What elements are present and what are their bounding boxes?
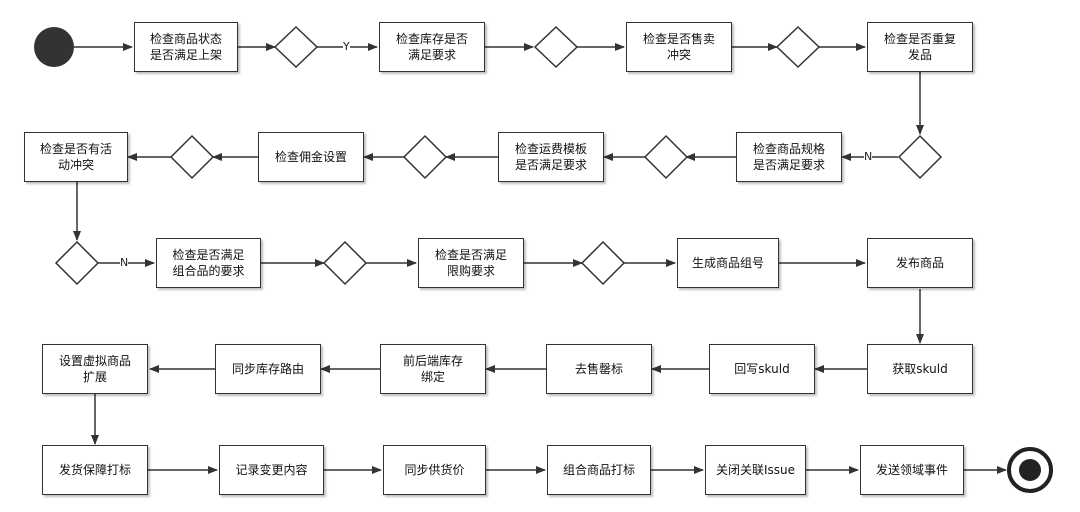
step-check-purchase-limit: 检查是否满足 限购要求: [418, 238, 524, 288]
decision-diamond-2: [533, 25, 579, 69]
step-sync-supply-price: 同步供货价: [383, 445, 486, 495]
decision-diamond-4: [897, 134, 943, 180]
step-check-bundle: 检查是否满足 组合品的要求: [156, 238, 261, 288]
decision-diamond-5: [643, 134, 689, 180]
step-write-back-skuid: 回写skuld: [709, 344, 815, 394]
step-check-activity-conflict: 检查是否有活 动冲突: [24, 132, 128, 182]
step-bundle-tag: 组合商品打标: [547, 445, 651, 495]
step-close-issue: 关闭关联Issue: [705, 445, 806, 495]
decision-diamond-3: [775, 25, 821, 69]
edge-label-no-1: N: [864, 150, 873, 163]
step-delivery-guarantee-tag: 发货保障打标: [42, 445, 148, 495]
step-send-domain-event: 发送领域事件: [860, 445, 964, 495]
edge-label-no-2: N: [120, 256, 129, 269]
step-check-freight-template: 检查运费模板 是否满足要求: [498, 132, 604, 182]
step-check-listing-status: 检查商品状态 是否满足上架: [134, 22, 238, 72]
decision-diamond-6: [402, 134, 448, 180]
step-get-skuid: 获取skuld: [867, 344, 973, 394]
step-bind-inventory: 前后端库存 绑定: [380, 344, 486, 394]
decision-diamond-1: [273, 25, 319, 69]
step-generate-group-id: 生成商品组号: [677, 238, 779, 288]
step-publish-product: 发布商品: [867, 238, 973, 288]
step-check-sale-conflict: 检查是否售卖 冲突: [626, 22, 732, 72]
step-check-inventory: 检查库存是否 满足要求: [379, 22, 485, 72]
start-node: [34, 27, 74, 67]
decision-diamond-9: [322, 240, 368, 286]
decision-diamond-7: [169, 134, 215, 180]
step-check-commission: 检查佣金设置: [258, 132, 364, 182]
end-node-dot: [1019, 459, 1041, 481]
decision-diamond-10: [580, 240, 626, 286]
step-check-specification: 检查商品规格 是否满足要求: [736, 132, 842, 182]
step-record-changes: 记录变更内容: [219, 445, 324, 495]
step-remove-sold-out-tag: 去售罄标: [546, 344, 652, 394]
decision-diamond-8: [54, 240, 100, 286]
step-check-duplicate: 检查是否重复 发品: [867, 22, 973, 72]
step-sync-inventory-route: 同步库存路由: [215, 344, 321, 394]
edge-label-yes: Y: [343, 40, 350, 53]
step-set-virtual-extension: 设置虚拟商品 扩展: [42, 344, 148, 394]
